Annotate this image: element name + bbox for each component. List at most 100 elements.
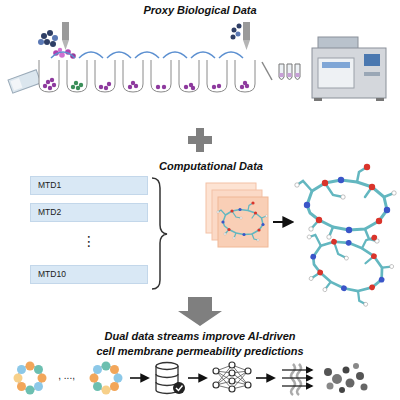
well-row: [79, 83, 83, 87]
pipette: [41, 33, 47, 39]
well-row: [95, 60, 115, 92]
glass-slide: [8, 70, 41, 93]
neural-network-icon: [229, 378, 235, 384]
cells-icon: [327, 383, 334, 390]
peptide-icon: [14, 374, 23, 383]
caption: Dual data streams improve AI-driven cell…: [60, 329, 340, 358]
peptide-icon: [93, 382, 102, 391]
membrane-icon: [282, 370, 312, 386]
well-row: [39, 60, 255, 92]
well-row: [128, 85, 132, 89]
neural-network-icon: [216, 365, 248, 389]
sequence-separator: , ...,: [46, 370, 90, 382]
database-icon: [176, 386, 183, 391]
box-label: MTD10: [38, 269, 140, 280]
caption-text: Dual data streams improve AI-driven cell…: [96, 330, 303, 357]
well-row: [219, 52, 243, 58]
arrow: [188, 377, 206, 379]
membrane-icon: [282, 364, 312, 395]
peptide-icon: [26, 362, 35, 371]
well-row: [217, 84, 221, 88]
label-text: Computational Data: [159, 160, 263, 172]
well-row: [71, 85, 75, 89]
database-icon: [156, 363, 178, 370]
well-row: [191, 52, 215, 58]
pipette: [232, 28, 237, 33]
well-row: [131, 81, 135, 85]
well-row: [39, 52, 255, 92]
arrow: [273, 221, 292, 223]
pipette: [236, 32, 241, 37]
well-row: [235, 60, 255, 92]
plus-sign: [188, 136, 212, 144]
pipette: [38, 39, 44, 45]
label-text: Proxy Biological Data: [143, 4, 256, 16]
cells-icon: [343, 367, 350, 374]
sample-tubes: [262, 62, 300, 80]
sample-tubes: [295, 64, 300, 80]
well-row: [79, 52, 103, 58]
mass-spectrometer: [312, 48, 386, 98]
sample-tubes: [262, 62, 272, 80]
simulation-frames: [206, 183, 268, 247]
well-row: [107, 82, 111, 86]
peptide-icon: [17, 382, 26, 391]
cells-icon: [324, 363, 368, 393]
sample-tubes: [287, 64, 292, 80]
box-label: MTD1: [38, 180, 140, 191]
database-icon: [156, 363, 185, 395]
well-row: [43, 78, 249, 90]
mass-spectrometer: [314, 98, 322, 101]
database-icon: [156, 374, 178, 385]
pipette: [231, 22, 251, 50]
peptide-icon: [110, 365, 119, 374]
well-row: [67, 60, 87, 92]
ellipsis: ⋮: [70, 233, 108, 249]
pipette: [243, 40, 250, 50]
well-row: [163, 52, 187, 58]
well-row: [43, 84, 47, 88]
peptide-structures: [294, 218, 400, 311]
neural-network-icon: [245, 382, 251, 388]
peptide-icon: [93, 365, 102, 374]
neural-network-icon: [229, 386, 235, 392]
sample-tubes: [280, 73, 284, 77]
section-heading: Computational Data: [140, 160, 282, 173]
peptide-icon: [110, 382, 119, 391]
label-text: ⋮: [82, 233, 96, 249]
well-row: [151, 60, 171, 92]
peptide-icon: [38, 374, 47, 383]
well-row: [162, 85, 166, 89]
pipette: [237, 24, 242, 29]
peptide-structures: [294, 164, 400, 311]
well-row: [51, 52, 75, 58]
well-row: [74, 81, 78, 85]
pipette: [52, 35, 58, 41]
cells-icon: [353, 363, 359, 369]
well-row: [184, 85, 188, 89]
well-row: [212, 85, 216, 89]
sample-tubes: [279, 64, 284, 80]
well-row: [48, 86, 52, 90]
pipette: [62, 22, 69, 40]
peptide-icon: [114, 374, 123, 383]
mass-spectrometer: [318, 37, 358, 49]
glass-slide: [11, 78, 23, 90]
well-row: [207, 60, 227, 92]
well-row: [46, 80, 50, 84]
well-row: [191, 86, 195, 90]
pipette: [243, 22, 250, 40]
well-row: [71, 81, 83, 90]
glass-slide: [8, 70, 41, 93]
cells-icon: [361, 384, 368, 391]
mass-spectrometer: [376, 98, 384, 101]
sample-tubes: [288, 73, 292, 77]
well-row: [107, 52, 131, 58]
neural-network-icon: [245, 368, 251, 374]
cells-icon: [324, 368, 332, 376]
peptide-icon: [34, 365, 43, 374]
membrane-icon: [282, 385, 312, 386]
well-row: [50, 78, 54, 82]
well-row: [243, 81, 247, 85]
